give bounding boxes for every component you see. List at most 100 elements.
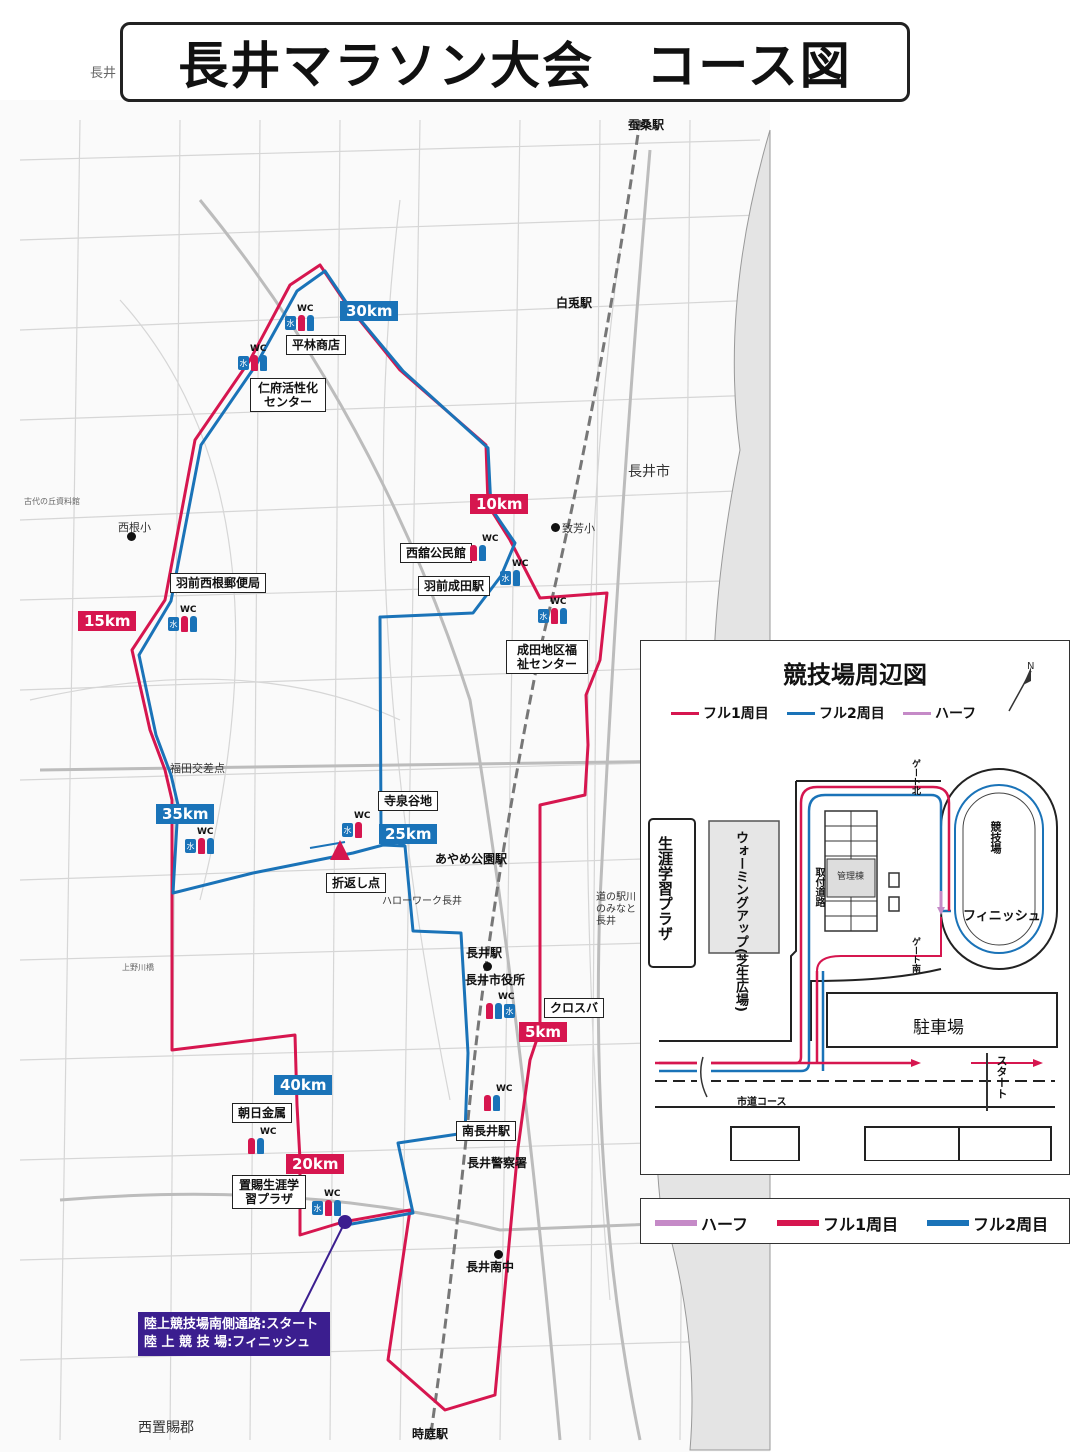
label-nishine-elem: 西根小 (118, 521, 151, 534)
facility-asahi: WC (248, 1127, 277, 1154)
inset-plaza-label: 生涯学習プラザ (656, 836, 674, 941)
km-marker-15: 15km (78, 611, 137, 631)
inset-title: 競技場周辺図 (783, 661, 927, 689)
km-marker-20: 20km (286, 1154, 345, 1174)
legend-label: ハーフ (935, 706, 977, 722)
toilet-women-icon (484, 1095, 491, 1111)
legend-label: フル2周目 (819, 706, 885, 722)
toilet-women-icon (486, 1003, 493, 1019)
label-ayame-park-station: あやめ公園駅 (435, 852, 508, 866)
label-minami-middle: 長井南中 (466, 1260, 515, 1274)
start-finish-box: 陸上競技場南側通路:スタート 陸 上 競 技 場:フィニッシュ (138, 1312, 330, 1356)
water-icon: 水 (285, 316, 296, 330)
facility-crossba: WC 水 (486, 992, 515, 1019)
inset-drawing (648, 768, 1058, 1161)
label-nishiokitama: 西置賜郡 (138, 1420, 194, 1436)
wc-label: WC (354, 811, 371, 821)
aid-nishidate-hall: 西舘公民館 (400, 543, 473, 563)
toilet-men-icon (307, 315, 314, 331)
toilet-men-icon (479, 545, 486, 561)
inset-gate-south-label: ゲート南 (910, 937, 920, 973)
bottom-legend: ハーフ フル1周目 フル2周目 (640, 1198, 1070, 1244)
facility-terasawa: WC 水 (342, 811, 371, 838)
toilet-men-icon (513, 570, 520, 586)
railway-line (428, 119, 642, 1441)
wc-label: WC (324, 1189, 341, 1199)
toilet-men-icon (260, 355, 267, 371)
aid-terasawa-yachi: 寺泉谷地 (378, 791, 439, 811)
label-fukuda-crossing: 福田交差点 (170, 762, 225, 775)
toilet-men-icon (190, 616, 197, 632)
water-icon: 水 (504, 1004, 515, 1018)
water-icon: 水 (238, 356, 249, 370)
toilet-women-icon (551, 608, 558, 624)
toilet-men-icon (257, 1138, 264, 1154)
inset-gate-north-label: ゲート北 (910, 759, 920, 795)
water-icon: 水 (500, 571, 511, 585)
label-kitazakai: 上野川橋 (122, 963, 154, 972)
inset-finish-label: フィニッシュ (963, 909, 1041, 924)
facility-nishidate: WC (470, 534, 499, 561)
stadium-inset-map: 競技場周辺図 N フル1周目 フル2周目 ハーフ (640, 640, 1070, 1175)
toilet-women-icon (298, 315, 305, 331)
label-hello-work: ハローワーク長井 (382, 896, 462, 907)
water-icon: 水 (342, 823, 353, 837)
facility-narita-welfare: WC 水 (538, 597, 567, 624)
label-kodai: 古代の丘資料館 (24, 497, 80, 506)
minami-middle-dot (494, 1250, 503, 1259)
km-marker-10: 10km (470, 494, 529, 514)
label-sanso-station: 蚕桑駅 (628, 118, 665, 132)
wc-label: WC (297, 304, 314, 314)
label-police: 長井警察署 (467, 1156, 528, 1170)
city-hall-dot (483, 962, 492, 971)
toilet-women-icon (181, 616, 188, 632)
km-marker-35: 35km (156, 804, 215, 824)
start-text: 陸上競技場南側通路:スタート (144, 1317, 319, 1332)
inset-city-road-label: 市道コース (737, 1097, 787, 1108)
turnaround-marker (330, 840, 350, 860)
inset-legend-half: ハーフ (903, 703, 976, 723)
water-icon: 水 (185, 839, 196, 853)
toilet-women-icon (325, 1200, 332, 1216)
inset-start-label: スタート (995, 1055, 1008, 1099)
water-icon: 水 (312, 1201, 323, 1215)
wc-label: WC (482, 534, 499, 544)
facility-nishine-post: WC 水 (168, 605, 197, 632)
facility-hirabayashi: WC 水 (285, 304, 314, 331)
wc-label: WC (512, 559, 529, 569)
toilet-men-icon (493, 1095, 500, 1111)
toilet-women-icon (248, 1138, 255, 1154)
label-michinoeki: 道の駅川のみなと長井 (596, 892, 636, 927)
label-nagai-city: 長井市 (628, 464, 670, 480)
km-marker-25: 25km (379, 824, 438, 844)
label-shiratai-station: 白兎駅 (556, 296, 593, 310)
legend-label: フル1周目 (703, 706, 769, 722)
aid-asahi-kinzoku: 朝日金属 (232, 1103, 293, 1123)
wc-label: WC (197, 827, 214, 837)
km-marker-5: 5km (519, 1022, 568, 1042)
bottom-legend-lap2: フル2周目 (927, 1211, 1048, 1235)
kaiho-elem-dot (551, 523, 560, 532)
legend-swatch (671, 711, 699, 715)
facility-okitama: WC 水 (312, 1189, 341, 1216)
label-kaiho-elem: 致芳小 (562, 522, 595, 535)
aid-uzen-narita-station: 羽前成田駅 (418, 576, 491, 596)
wc-label: WC (250, 344, 267, 354)
page-title: 長井マラソン大会 コース図 (178, 37, 852, 95)
toilet-women-icon (355, 822, 362, 838)
north-arrow-icon: N (1008, 661, 1034, 712)
inset-legend-lap1: フル1周目 (671, 703, 769, 723)
title-box: 長井マラソン大会 コース図 (120, 22, 910, 102)
finish-text: 陸 上 競 技 場:フィニッシュ (144, 1335, 311, 1350)
legend-swatch (927, 1220, 969, 1226)
water-icon: 水 (538, 609, 549, 623)
label-tokiniwa-station: 時庭駅 (412, 1427, 449, 1441)
legend-swatch (903, 711, 931, 715)
wc-label: WC (496, 1084, 513, 1094)
svg-text:N: N (1027, 661, 1034, 672)
main-roads (39, 149, 761, 1441)
aid-crossba: クロスバ (544, 998, 605, 1018)
km-marker-40: 40km (274, 1075, 333, 1095)
turnaround-point: 折返し点 (326, 873, 387, 893)
